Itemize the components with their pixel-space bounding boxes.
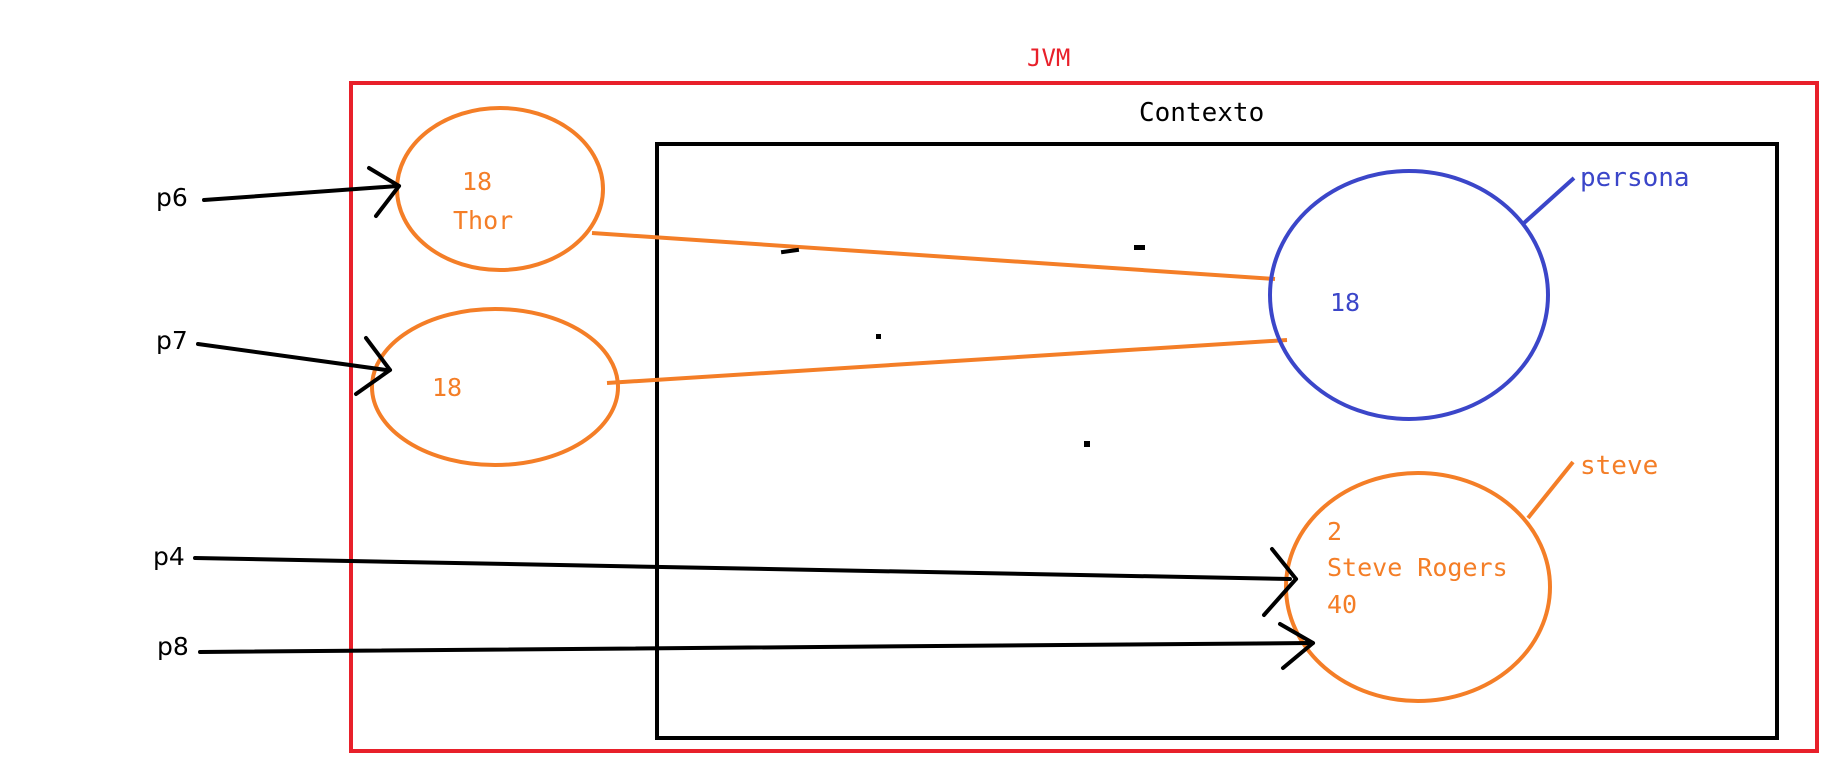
detached-entity-circle xyxy=(370,307,620,467)
detached-to-persona-link xyxy=(606,338,1288,385)
p8-arrow xyxy=(198,622,1315,670)
context-label: Contexto xyxy=(1139,98,1264,128)
steve-entity-age: 40 xyxy=(1327,590,1357,619)
persona-entity-circle xyxy=(1268,169,1550,421)
steve-entity-circle xyxy=(1284,471,1552,703)
steve-label-connector xyxy=(1526,460,1575,520)
reference-p6-label: p6 xyxy=(156,183,188,212)
context-box xyxy=(655,142,1779,740)
detached-entity-age: 18 xyxy=(432,373,462,402)
thor-entity-name: Thor xyxy=(453,206,513,235)
thor-entity-circle xyxy=(395,106,605,272)
p4-arrow xyxy=(193,547,1298,617)
p7-arrow xyxy=(196,336,392,396)
steve-entity-id: 2 xyxy=(1327,517,1342,546)
persona-label-connector xyxy=(1522,176,1576,225)
steve-label: steve xyxy=(1580,451,1658,481)
steve-entity-name: Steve Rogers xyxy=(1327,553,1508,582)
reference-p8-label: p8 xyxy=(157,632,189,661)
thor-entity-age: 18 xyxy=(462,167,492,196)
persona-entity-age: 18 xyxy=(1330,288,1360,317)
persona-label: persona xyxy=(1580,163,1690,193)
p6-arrow xyxy=(202,166,401,218)
reference-p4-label: p4 xyxy=(153,542,185,571)
stray-marks xyxy=(780,245,1145,447)
jvm-label: JVM xyxy=(1027,44,1070,72)
reference-p7-label: p7 xyxy=(156,326,188,355)
thor-to-persona-link xyxy=(591,231,1276,281)
jvm-box xyxy=(349,81,1819,753)
